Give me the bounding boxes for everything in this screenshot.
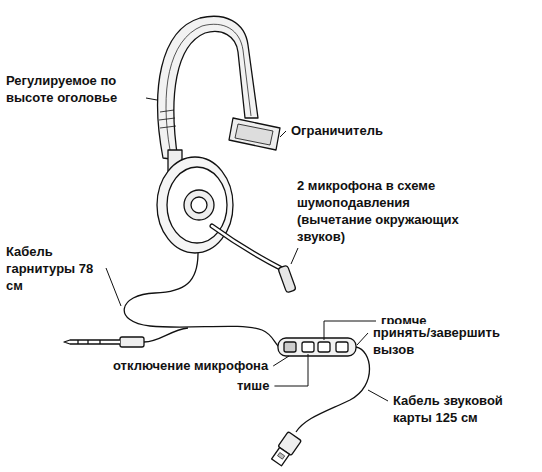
part-label: принять/завершить вызов bbox=[372, 324, 539, 358]
leader-line bbox=[291, 248, 298, 264]
part-label: Кабель гарнитуры 78 см bbox=[5, 243, 102, 294]
leader-line bbox=[357, 333, 368, 345]
leader-line bbox=[368, 390, 388, 401]
leader-line bbox=[274, 354, 308, 386]
volume-up-button bbox=[318, 342, 330, 352]
call-button bbox=[336, 342, 348, 352]
ear-cup-center bbox=[184, 190, 214, 220]
volume-down-button bbox=[302, 342, 314, 352]
mute-button bbox=[284, 342, 296, 352]
part-label: отключение микрофона bbox=[112, 357, 269, 374]
part-label: тише bbox=[236, 377, 270, 394]
headset-cable bbox=[124, 253, 279, 347]
ear-cup-dot bbox=[191, 197, 207, 213]
usb-plug bbox=[270, 432, 301, 467]
ear-cup bbox=[157, 157, 233, 253]
limiter-pad bbox=[229, 118, 280, 150]
mic-boom-inner bbox=[212, 226, 284, 270]
leader-line bbox=[106, 268, 121, 306]
jack-body bbox=[120, 337, 144, 347]
part-label: 2 микрофона в схеме шумоподавления (выче… bbox=[296, 177, 480, 245]
part-label: Ограничитель bbox=[290, 122, 384, 139]
jack-cable bbox=[144, 328, 188, 342]
part-label: Регулируемое по высоте оголовье bbox=[5, 72, 142, 106]
mic-tip bbox=[278, 265, 296, 293]
inline-control bbox=[278, 338, 356, 356]
headband-marks bbox=[159, 110, 176, 128]
leader-line bbox=[273, 356, 289, 366]
jack-plug bbox=[64, 340, 120, 344]
mic-boom bbox=[212, 226, 284, 270]
leader-line bbox=[146, 98, 157, 100]
limiter-inner bbox=[235, 124, 273, 145]
leader-line bbox=[280, 131, 286, 137]
usb-cable bbox=[296, 347, 370, 432]
leader-line bbox=[324, 321, 376, 340]
part-label: Кабель звуковой карты 125 см bbox=[392, 392, 534, 426]
